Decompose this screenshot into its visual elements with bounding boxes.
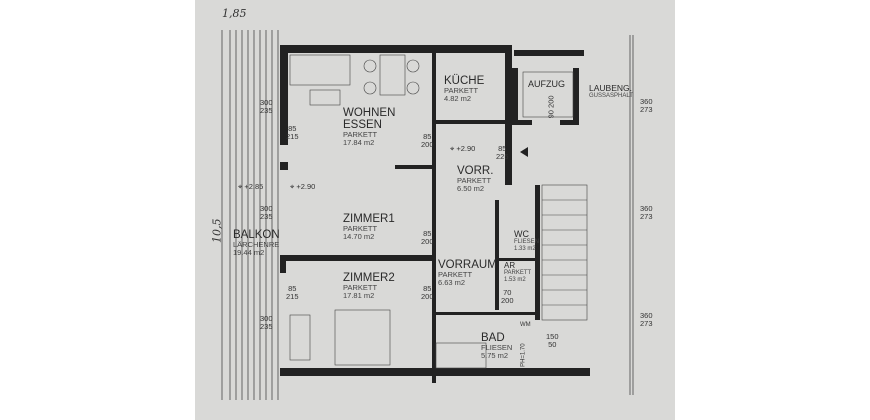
door-width: 85 [498,144,507,153]
room-area: 6.63 m2 [438,277,466,287]
room-area: 4.82 m2 [444,93,472,103]
room-area: 1.33 m2 [514,245,536,252]
parapet-dim: 50 [548,339,557,349]
room-aufzug: AUFZUG [528,79,565,89]
room-wohnen-essen: WOHNEN ESSEN PARKETT 17.84 m2 [343,107,395,147]
room-area: 17.84 m2 [343,138,375,147]
door-height: 200 [501,295,514,305]
door-width: 90 [546,110,556,119]
room-area: 6.50 m2 [457,183,485,193]
room-name: LAUBENG. [589,83,632,93]
room-floor: GUSSASPHALT [589,92,633,99]
window-height: 235 [260,321,273,331]
room-floor: FLIESEN [514,239,540,246]
door-height: 215 [286,131,299,141]
room-floor: PARKETT [438,270,473,280]
room-name: VORRAUM [438,259,497,271]
level-marker: +2.90 [456,144,476,153]
door-height: 200 [421,139,434,149]
room-laubengang: LAUBENG. GUSSASPHALT [589,84,633,99]
height-dim: 360 [640,311,653,320]
door-height: 215 [286,291,299,301]
room-name: BALKON [233,229,280,241]
handwritten-note-top: 1,85 [222,7,247,20]
window-width: 300 [260,314,273,323]
room-name: BAD [481,332,505,344]
door-width: 70 [503,288,512,297]
room-floor: PARKETT [343,283,378,293]
room-bad: BAD FLIESEN 5.75 m2 [481,332,512,360]
height-dim: 273 [640,104,653,114]
room-balkon: BALKON LÄRCHENRE 19.44 m2 [233,229,280,257]
window-height: 235 [260,105,273,115]
room-abstellraum: AR PARKETT 1.53 m2 [504,261,532,283]
level-marker: +2.90 [296,182,316,191]
door-width: 85 [423,284,432,293]
room-vorraum: VORRAUM PARKETT 6.63 m2 [438,259,497,287]
level-marker: +2.85 [244,182,264,191]
room-name: ESSEN [343,119,382,132]
room-name: ZIMMER1 [343,213,395,225]
wm-label: WM [520,322,531,328]
window-width: 300 [260,98,273,107]
room-wc: WC FLIESEN 1.33 m2 [514,229,540,252]
room-floor: PARKETT [343,130,378,140]
room-name: AR [504,261,516,270]
balcony-railing [221,30,634,400]
window-width: 300 [260,204,273,213]
room-floor: FLIESEN [481,343,513,353]
door-height: 200 [546,95,556,108]
room-area: 1.53 m2 [504,276,526,283]
height-dim: 360 [640,97,653,106]
door-height: 200 [421,291,434,301]
ph-label: PH=1.70 [520,343,527,367]
stairs [289,54,588,369]
height-dim: 273 [640,318,653,328]
door-width: 85 [423,229,432,238]
room-zimmer1: ZIMMER1 PARKETT 14.70 m2 [343,213,395,241]
room-area: 17.81 m2 [343,290,375,300]
room-name: WOHNEN [343,107,396,119]
room-floor: PARKETT [504,270,532,277]
room-area: 19.44 m2 [233,247,265,257]
room-name: KÜCHE [444,75,485,87]
door-width: 85 [288,284,297,293]
door-height: 200 [421,236,434,246]
parapet-dim: 150 [546,332,559,341]
room-name: ZIMMER2 [343,272,395,284]
room-floor: PARKETT [343,224,378,234]
room-zimmer2: ZIMMER2 PARKETT 17.81 m2 [343,272,395,300]
door-height: 225 [496,151,509,161]
room-floor: LÄRCHENRE [233,240,280,250]
room-vorr: VORR. PARKETT 6.50 m2 [457,165,493,193]
door-width: 85 [423,132,432,141]
window-height: 235 [260,211,273,221]
height-dim: 360 [640,204,653,213]
room-area: 14.70 m2 [343,231,375,241]
room-floor: PARKETT [444,86,479,96]
walls [280,45,590,383]
height-dim: 273 [640,211,653,221]
entrance-arrow-icon [520,147,528,157]
room-floor: PARKETT [457,176,492,186]
room-kueche: KÜCHE PARKETT 4.82 m2 [444,75,484,103]
room-name: VORR. [457,165,494,177]
room-name: WC [514,229,529,239]
door-width: 85 [288,124,297,133]
handwritten-note-side: 10,5 [210,218,224,244]
room-area: 5.75 m2 [481,350,509,360]
